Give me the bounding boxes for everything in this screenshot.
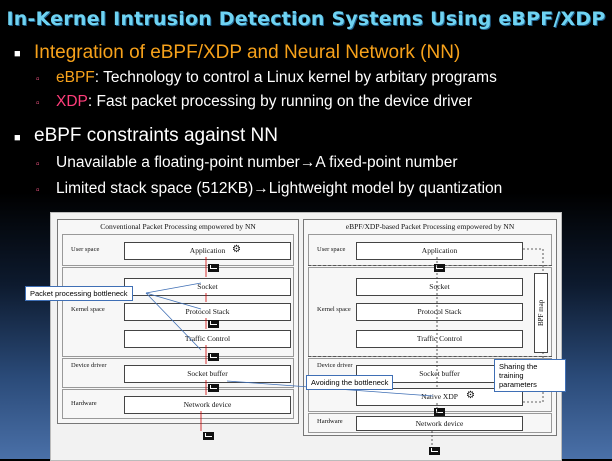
callout-sharing: Sharing the training parameters xyxy=(494,359,566,392)
box-traffic-control: Traffic Control xyxy=(356,330,523,348)
layer-label: Device driver xyxy=(317,362,353,369)
sub-bullet-2-2: Limited stack space (512KB)→Lightweight … xyxy=(56,180,503,197)
packet-icon xyxy=(208,384,219,392)
box-protocol-stack: Protocol Stack xyxy=(356,303,523,321)
term-xdp: XDP xyxy=(56,93,88,110)
layer-label: User space xyxy=(71,246,100,253)
packet-icon xyxy=(203,432,214,440)
box-network-device: Network device xyxy=(124,396,291,414)
sub-bullet-icon: ▫ xyxy=(36,74,40,85)
bullet-square-icon: ■ xyxy=(14,132,21,144)
layer-hardware: Hardware xyxy=(308,413,552,433)
packet-icon xyxy=(434,264,445,272)
connector-lines xyxy=(145,248,544,446)
ebpf-xdp-panel: eBPF/XDP-based Packet Processing empower… xyxy=(303,219,557,455)
box-label: Native XDP xyxy=(421,392,458,401)
box-label: Application xyxy=(189,246,226,255)
layer-label: Device driver xyxy=(71,362,107,369)
packet-icon xyxy=(434,408,445,416)
bullet-1: Integration of eBPF/XDP and Neural Netwo… xyxy=(34,42,461,63)
callout-avoiding: Avoiding the bottleneck xyxy=(306,375,394,390)
gear-icon: ⚙ xyxy=(466,390,475,401)
layer-label: Hardware xyxy=(317,418,343,425)
packet-icon xyxy=(208,353,219,361)
divider xyxy=(308,265,552,266)
sub-bullet-1-1: eBPF: Technology to control a Linux kern… xyxy=(56,69,497,87)
conventional-panel-title: Conventional Packet Processing empowered… xyxy=(100,222,256,231)
box-socket: Socket xyxy=(124,278,291,296)
layer-device-driver: Device driver xyxy=(62,358,294,388)
bullet-square-icon: ■ xyxy=(14,48,21,60)
sub-bullet-1-1-text: : Technology to control a Linux kernel b… xyxy=(94,69,497,86)
box-application: Application xyxy=(124,242,291,260)
slide-title: In-Kernel Intrusion Detection Systems Us… xyxy=(6,8,606,30)
layer-label: Kernel space xyxy=(71,306,105,313)
box-network-device: Network device xyxy=(356,416,523,431)
box-application: Application xyxy=(356,242,523,260)
callout-bottleneck: Packet processing bottleneck xyxy=(25,286,133,301)
sub-bullet-1-2: XDP: Fast packet processing by running o… xyxy=(56,93,472,111)
layer-label: Hardware xyxy=(71,400,97,407)
layer-label: Kernel space xyxy=(317,306,351,313)
box-traffic-control: Traffic Control xyxy=(124,330,291,348)
packet-icon xyxy=(208,264,219,272)
term-ebpf: eBPF xyxy=(56,69,95,86)
ebpf-xdp-panel-title: eBPF/XDP-based Packet Processing empower… xyxy=(345,222,515,231)
divider xyxy=(308,356,552,357)
layer-kernel-space: Kernel space xyxy=(62,267,294,357)
box-socket-buffer: Socket buffer xyxy=(356,365,523,383)
box-socket: Socket xyxy=(356,278,523,296)
packet-icon xyxy=(208,320,219,328)
box-native-xdp: Native XDP xyxy=(356,388,523,406)
layer-user-space: User space xyxy=(62,234,294,266)
gear-icon: ⚙ xyxy=(232,244,241,255)
sub-bullet-icon: ▫ xyxy=(36,159,40,170)
layer-hardware: Hardware xyxy=(62,389,294,419)
box-socket-buffer: Socket buffer xyxy=(124,365,291,383)
conventional-panel: Conventional Packet Processing empowered… xyxy=(57,219,299,440)
sub-bullet-2-1: Unavailable a floating-point number→A fi… xyxy=(56,154,458,171)
sub-bullet-1-2-text: : Fast packet processing by running on t… xyxy=(87,93,473,110)
architecture-figure: Conventional Packet Processing empowered… xyxy=(25,212,566,461)
bullet-2: eBPF constraints against NN xyxy=(34,125,278,146)
sub-bullet-icon: ▫ xyxy=(36,98,40,109)
sub-bullet-icon: ▫ xyxy=(36,185,40,196)
packet-icon xyxy=(429,447,440,455)
layer-label: User space xyxy=(317,246,346,253)
